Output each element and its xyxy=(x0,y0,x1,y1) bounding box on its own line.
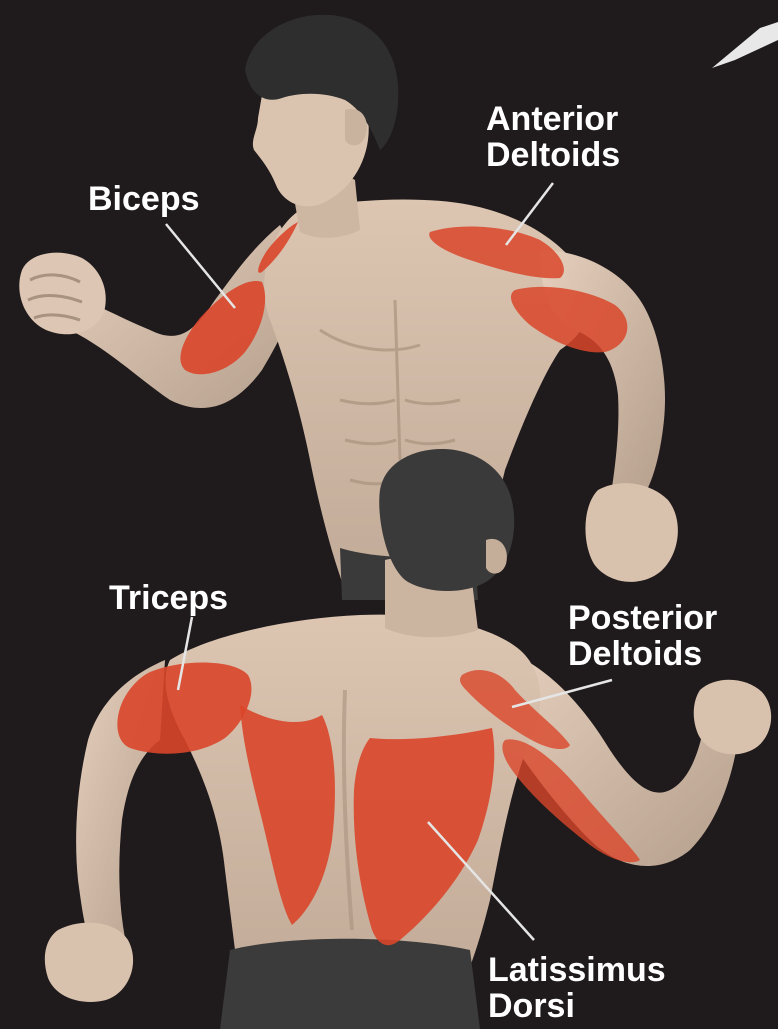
front-right-arm xyxy=(540,250,665,500)
label-posterior-deltoids: Posterior Deltoids xyxy=(568,600,717,672)
label-posterior-deltoids-line-1: Posterior xyxy=(568,600,717,636)
brush-mark xyxy=(712,22,778,68)
front-left-fist xyxy=(19,253,105,335)
leader-line-biceps xyxy=(166,224,235,308)
label-anterior-deltoids: Anterior Deltoids xyxy=(486,101,620,173)
front-right-fist xyxy=(585,483,677,582)
label-triceps-line-1: Triceps xyxy=(109,580,228,616)
back-left-fist xyxy=(45,923,133,1002)
label-latissimus-dorsi-line-2: Dorsi xyxy=(488,988,666,1024)
label-biceps-line-1: Biceps xyxy=(88,181,200,217)
label-biceps: Biceps xyxy=(88,181,200,217)
label-anterior-deltoids-line-1: Anterior xyxy=(486,101,620,137)
label-latissimus-dorsi-line-1: Latissimus xyxy=(488,952,666,988)
label-posterior-deltoids-line-2: Deltoids xyxy=(568,636,717,672)
label-triceps: Triceps xyxy=(109,580,228,616)
back-shorts xyxy=(220,939,480,1029)
label-latissimus-dorsi: Latissimus Dorsi xyxy=(488,952,666,1024)
label-anterior-deltoids-line-2: Deltoids xyxy=(486,137,620,173)
back-right-fist xyxy=(694,680,771,755)
